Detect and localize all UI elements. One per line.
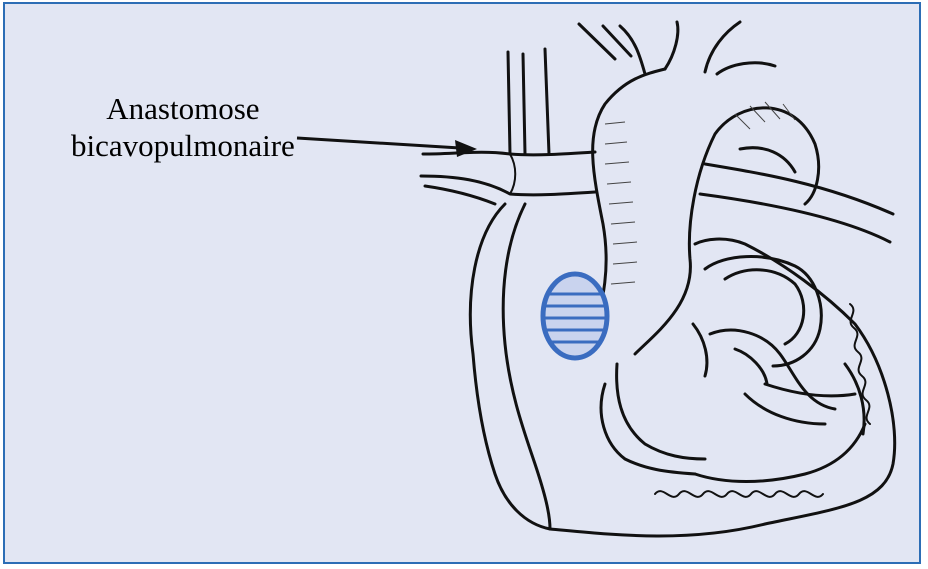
anastomosis-label: Anastomose bicavopulmonaire	[71, 90, 295, 164]
atrial-septal-patch	[543, 274, 607, 358]
heart-illustration	[5, 4, 919, 562]
heart-diagram: Anastomose bicavopulmonaire	[3, 2, 921, 564]
label-line-1: Anastomose	[71, 90, 295, 127]
label-line-2: bicavopulmonaire	[71, 127, 295, 164]
